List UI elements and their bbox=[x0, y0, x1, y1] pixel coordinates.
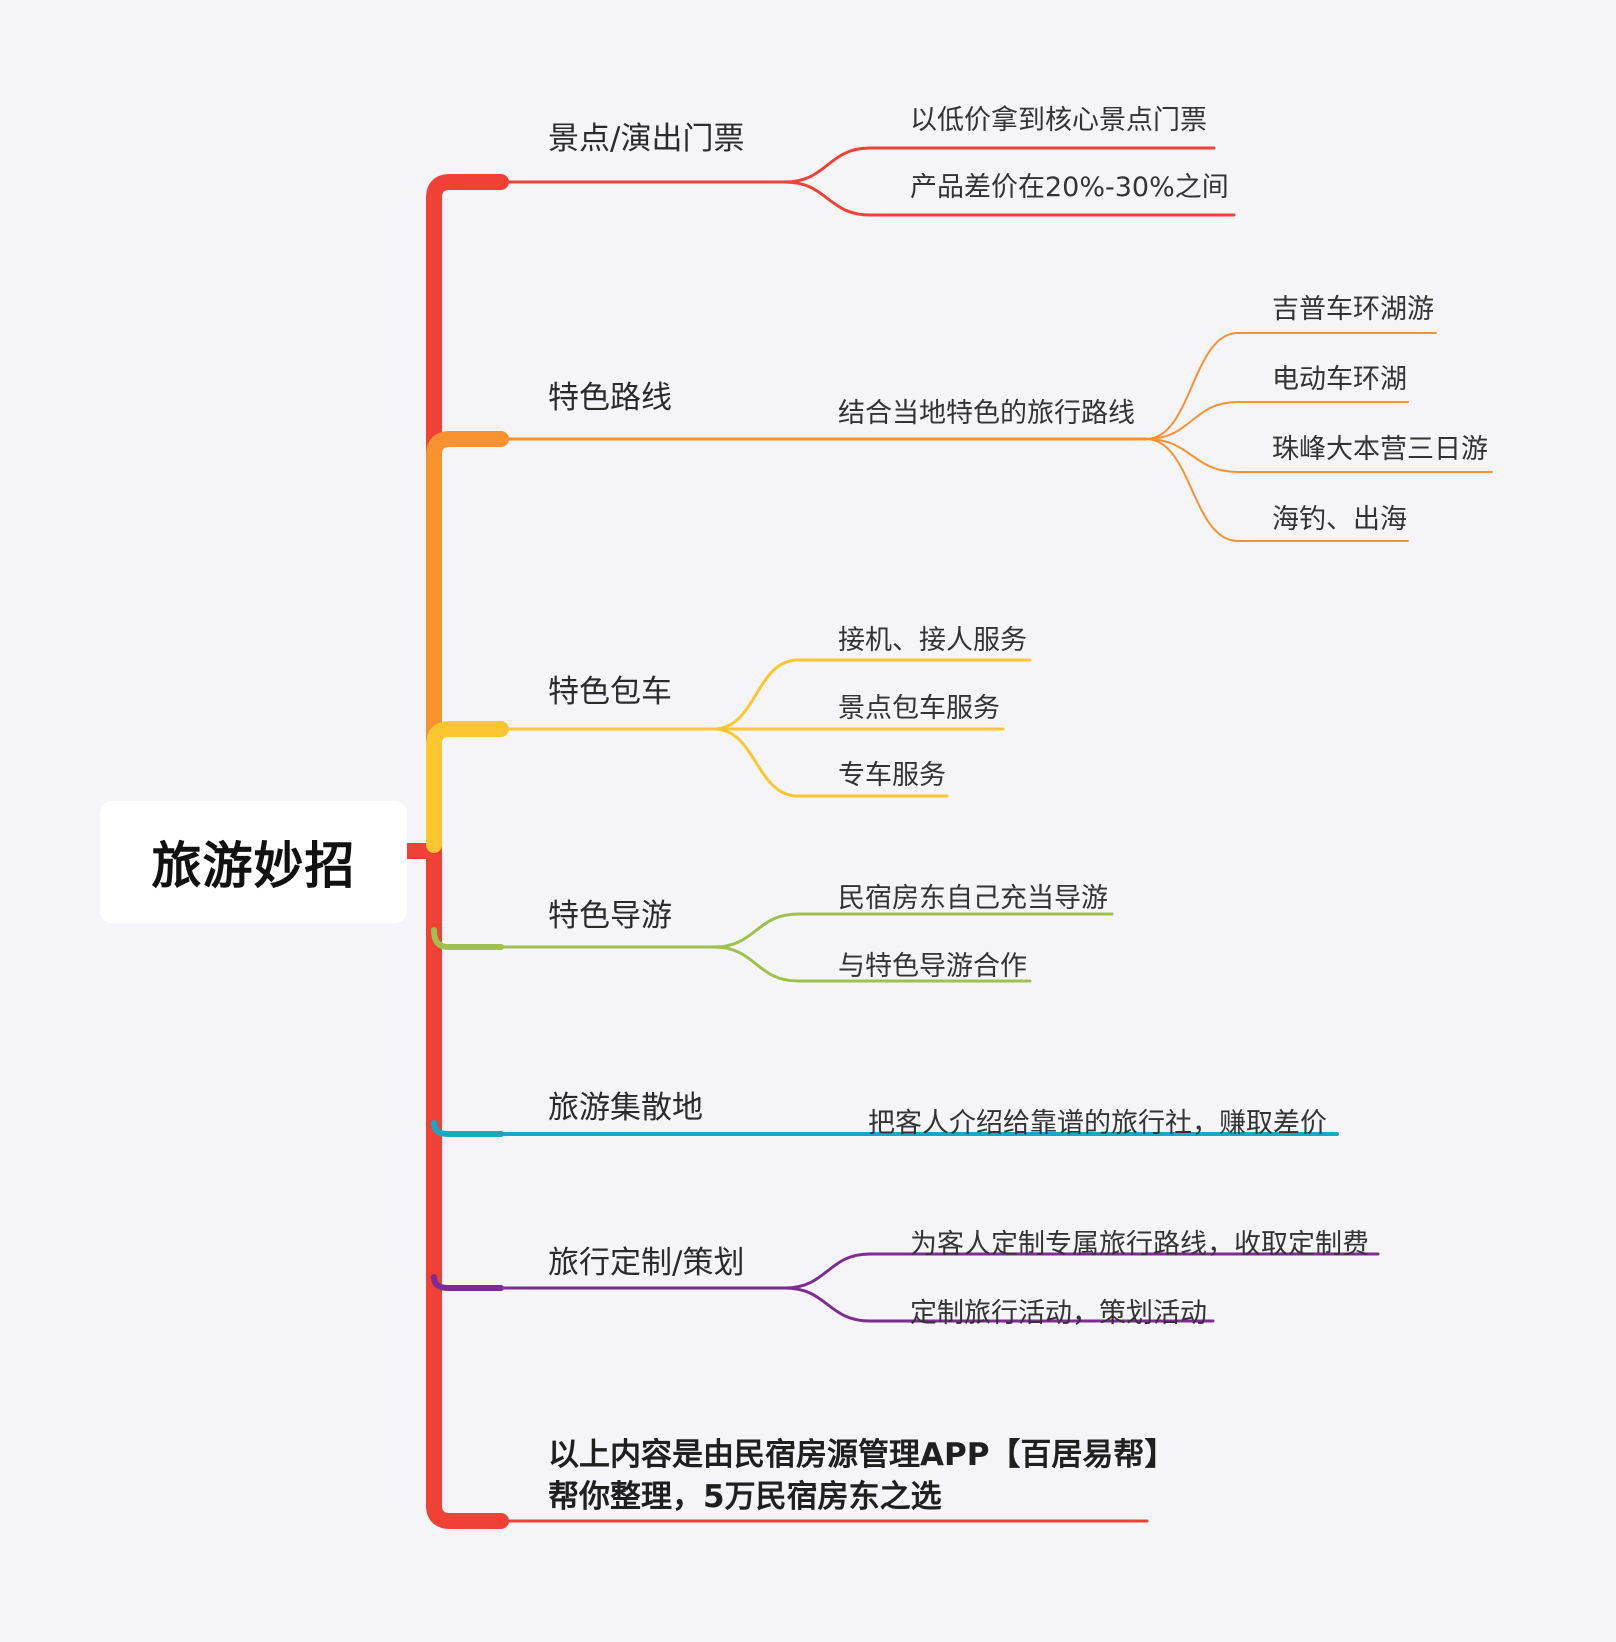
branch-guide-label[interactable]: 特色导游 bbox=[548, 898, 672, 934]
leaf-tickets-lowprice[interactable]: 以低价拿到核心景点门票 bbox=[910, 105, 1207, 136]
leaf-tickets-lowprice-line bbox=[783, 146, 1216, 184]
hook-custom bbox=[431, 1274, 504, 1291]
leaf-route-fishing[interactable]: 海钓、出海 bbox=[1272, 504, 1407, 535]
leaf-custom-activity-line bbox=[783, 1286, 1215, 1323]
trunk-segment-credit bbox=[426, 1497, 509, 1529]
branch-hub-label[interactable]: 旅游集散地 bbox=[548, 1090, 703, 1126]
root-label: 旅游妙招 bbox=[151, 837, 356, 895]
subbranch-local-routes-label[interactable]: 结合当地特色的旅行路线 bbox=[838, 398, 1135, 429]
leaf-charter-private[interactable]: 专车服务 bbox=[838, 760, 946, 791]
branch-tickets-label[interactable]: 景点/演出门票 bbox=[548, 121, 745, 157]
leaf-route-fishing-line bbox=[1145, 438, 1409, 542]
leaf-guide-host[interactable]: 民宿房东自己充当导游 bbox=[838, 883, 1108, 914]
leaf-route-jeep-line bbox=[1145, 332, 1437, 440]
leaf-guide-host-line bbox=[712, 912, 1114, 949]
leaf-guide-partner[interactable]: 与特色导游合作 bbox=[838, 951, 1027, 982]
trunk-segment-charter bbox=[426, 721, 509, 853]
leaf-charter-pickup-line bbox=[712, 658, 1032, 731]
leaf-tickets-margin-line bbox=[783, 180, 1236, 217]
leaf-tickets-margin[interactable]: 产品差价在20%-30%之间 bbox=[910, 172, 1229, 203]
leaf-hub-agency[interactable]: 把客人介绍给靠谱的旅行社，赚取差价 bbox=[868, 1108, 1327, 1139]
trunk-segment-routes bbox=[426, 431, 509, 743]
leaf-route-ebike[interactable]: 电动车环湖 bbox=[1272, 364, 1407, 395]
leaf-custom-route[interactable]: 为客人定制专属旅行路线，收取定制费 bbox=[910, 1229, 1369, 1260]
branch-custom-label[interactable]: 旅行定制/策划 bbox=[548, 1245, 745, 1281]
trunk-segment-tickets bbox=[426, 174, 509, 1513]
leaf-custom-route-line bbox=[783, 1252, 1380, 1290]
leaf-charter-private-line bbox=[712, 727, 949, 798]
hook-hub bbox=[431, 1120, 504, 1137]
branch-charter-label[interactable]: 特色包车 bbox=[548, 674, 672, 710]
hook-guide bbox=[431, 927, 504, 950]
leaf-charter-pickup[interactable]: 接机、接人服务 bbox=[838, 625, 1027, 656]
root-node[interactable]: 旅游妙招 bbox=[100, 801, 407, 923]
leaf-charter-scenic[interactable]: 景点包车服务 bbox=[838, 693, 1000, 724]
leaf-route-everest[interactable]: 珠峰大本营三日游 bbox=[1272, 434, 1488, 465]
leaf-route-jeep[interactable]: 吉普车环湖游 bbox=[1272, 294, 1434, 325]
leaf-route-everest-line bbox=[1145, 438, 1493, 473]
branch-routes-label[interactable]: 特色路线 bbox=[548, 380, 672, 416]
leaf-custom-activity[interactable]: 定制旅行活动，策划活动 bbox=[910, 1298, 1207, 1329]
leaf-route-ebike-line bbox=[1145, 401, 1409, 440]
leaf-guide-partner-line bbox=[712, 945, 1032, 983]
branch-credit-note[interactable]: 以上内容是由民宿房源管理APP【百居易帮】帮你整理，5万民宿房东之选 bbox=[548, 1437, 1160, 1515]
